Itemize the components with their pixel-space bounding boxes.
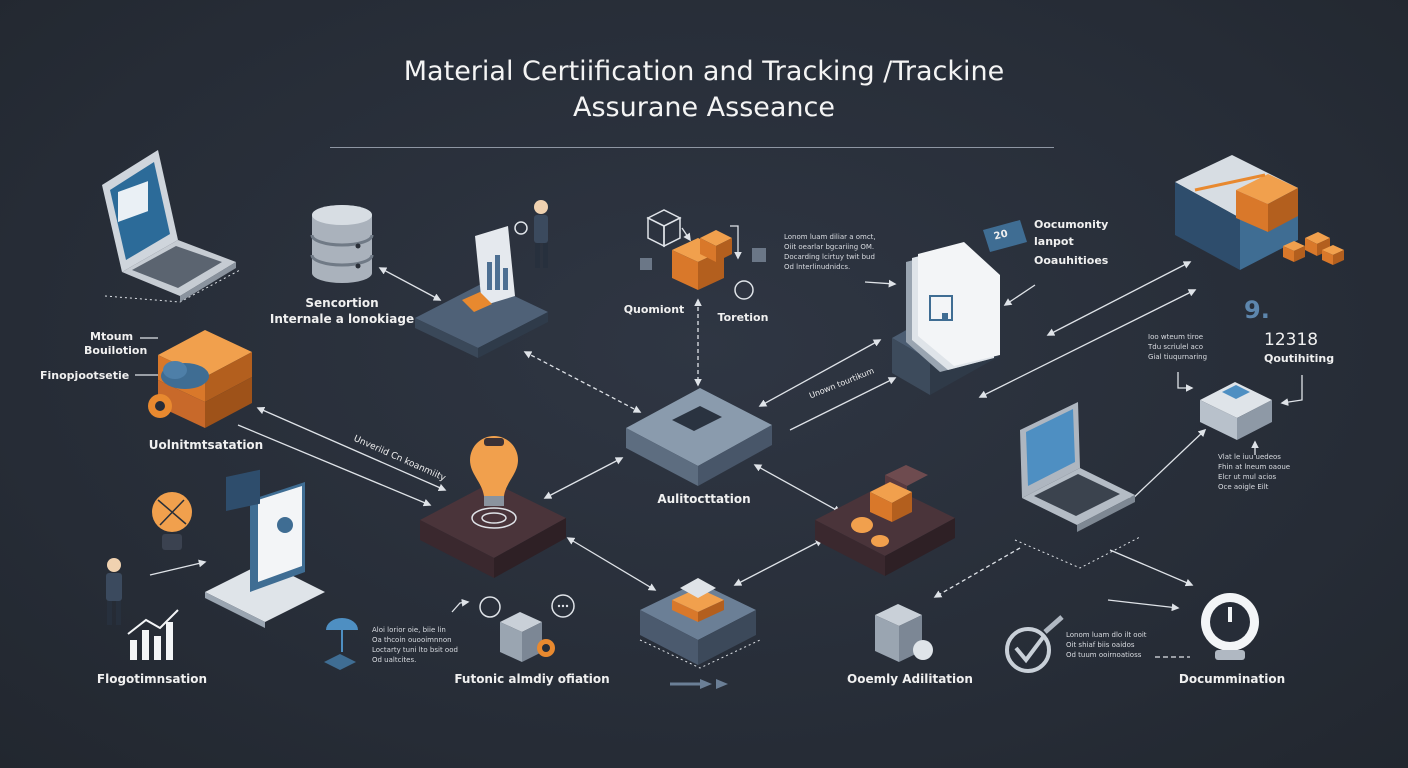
arrow-crates-bulb-2	[237, 424, 432, 507]
pipeline-icon	[670, 679, 728, 689]
label-input: lanpot	[1034, 235, 1074, 248]
umbrella-icon	[324, 618, 358, 670]
storage-gear-icon	[875, 604, 933, 662]
note-top-center: Lonom luam diliar a omct, Oiit oearlar b…	[784, 233, 876, 271]
server-box-icon	[1200, 382, 1272, 440]
arrow-laptop-gauge-2	[1107, 599, 1180, 612]
label-authentication: Aulitocttation	[657, 492, 751, 506]
arrow-note-docs	[864, 279, 897, 288]
big-number: 9.	[1244, 296, 1270, 324]
label-metadata-2: Bouilotion	[84, 344, 148, 357]
lightbulb-icon	[420, 436, 566, 578]
page-title-line-1: Material Certiification and Tracking /Tr…	[403, 56, 1005, 87]
label-metadata-1: Mtoum	[90, 330, 134, 343]
id-tag-icon	[983, 220, 1027, 252]
id-card-icon	[205, 469, 325, 628]
laptop-icon	[1020, 402, 1135, 532]
label-registration: Flogotimnsation	[96, 672, 208, 686]
arrow-docs-crates-2	[978, 289, 1197, 398]
checkmark-icon	[1005, 615, 1064, 673]
label-documentity: Oocumonity	[1034, 218, 1109, 231]
arrow-docs-crates	[1046, 261, 1192, 336]
metric-value: 12318	[1264, 330, 1319, 350]
report-board-icon	[415, 226, 548, 358]
note-bottom-right: Lonom luam dlo ilt ooit Oit shiaf biis o…	[1066, 631, 1147, 659]
cube-network-icon	[640, 209, 766, 270]
storage-gear-icon	[500, 612, 555, 662]
processor-outline	[639, 639, 761, 669]
page-title-line-2: Assurane Asseance	[573, 92, 835, 123]
processor-icon	[640, 578, 756, 665]
laptop-icon	[102, 150, 236, 302]
note-bottom-left: Aloi lorior oie, biie lin Oa thcoin ouoo…	[372, 626, 458, 664]
label-documentation: Docummination	[1178, 672, 1286, 686]
gauge-icon	[1201, 593, 1259, 660]
metric-label: Qoutihiting	[1264, 352, 1335, 365]
arrow-bubble	[451, 598, 470, 613]
label-traceability: Toretion	[717, 311, 769, 324]
arrow-laptop-server	[1126, 428, 1207, 505]
arrow-crates-bulb	[256, 406, 447, 492]
database-icon	[310, 205, 374, 283]
speech-bubbles-icon	[479, 594, 575, 618]
arrow-cube-boxes	[730, 225, 742, 260]
label-unification: Uolnitmtsatation	[148, 438, 264, 452]
arrow-metric-server	[1280, 375, 1303, 406]
boxes-icon	[672, 230, 754, 300]
label-outcomes: Ooauhitioes	[1034, 254, 1109, 267]
arrow-hub-docs	[758, 339, 882, 407]
title-divider	[330, 147, 1054, 148]
hub-platform-icon	[626, 388, 772, 486]
coins-icon	[815, 465, 955, 576]
person-icon	[514, 200, 548, 268]
arrow-hub-docs-2	[789, 377, 897, 431]
arrow-bulb-processor	[566, 537, 657, 591]
label-fingerprint: Finopjootsetie	[40, 369, 130, 382]
arrow-laptop-audit	[933, 547, 1021, 598]
label-storage-sub: Internale a lonokiage	[269, 312, 415, 326]
arrow-board-hub	[523, 351, 642, 413]
gear-icon	[152, 492, 192, 550]
arrow-note-server	[1177, 372, 1194, 392]
note-right-low: Vlat le iuu uedeos Fhin at lneum oaoue E…	[1218, 453, 1291, 491]
crate-stack-icon	[1175, 155, 1344, 270]
note-right-mid: Ioo wteum tiroe Tdu scriulel aco Gial ti…	[1148, 333, 1208, 361]
gear-icon	[148, 394, 172, 418]
arrow-person-card	[149, 559, 207, 576]
arrow-input-docs	[1003, 284, 1036, 306]
arrow-hub-coins	[753, 464, 842, 513]
document-stack-icon	[892, 242, 1000, 395]
label-future-stability: Futonic almdiy ofiation	[454, 672, 610, 686]
arrow-cube-link	[681, 227, 691, 242]
arrow-processor-coins	[733, 539, 824, 586]
server-box-icon	[158, 330, 252, 428]
label-document-top: Quomiont	[623, 303, 685, 316]
arrow-storage-board	[378, 267, 442, 301]
label-storage: Sencortion	[305, 296, 379, 310]
chart-icon	[127, 609, 179, 660]
person-icon	[106, 558, 122, 625]
connectors	[135, 225, 1303, 658]
label-quality-audit: Ooemly Adilitation	[847, 672, 973, 686]
arrow-laptop-gauge	[1109, 549, 1194, 587]
arrow-bulb-hub	[543, 457, 624, 499]
laptop2-shadow-outline	[1014, 536, 1141, 569]
